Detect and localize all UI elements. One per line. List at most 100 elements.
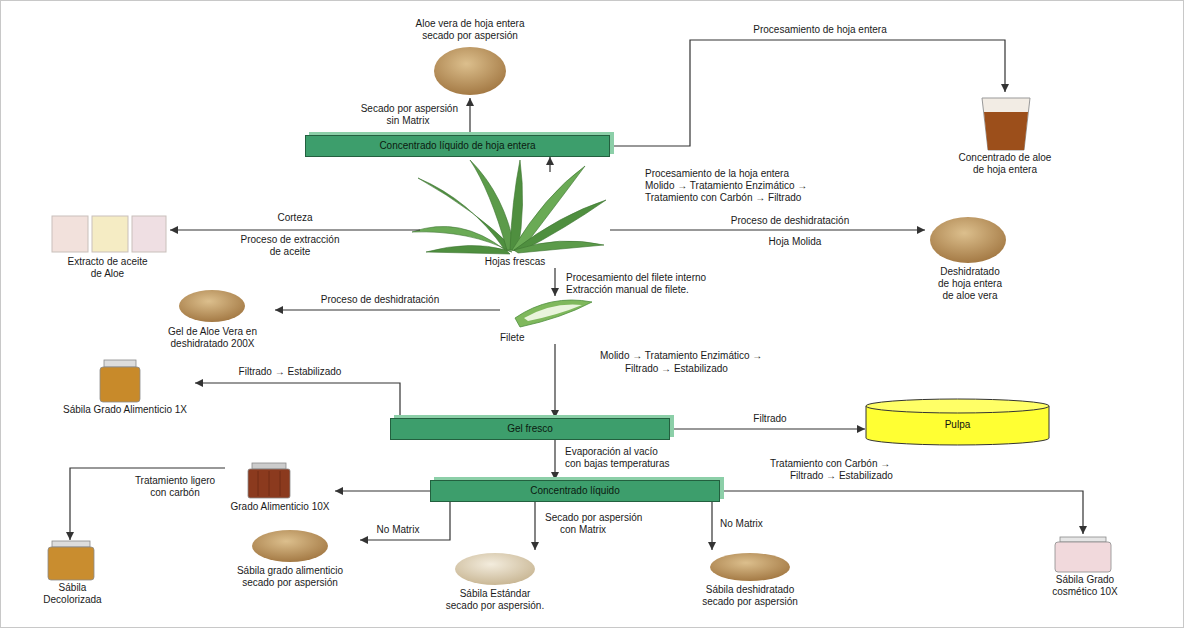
caption: Deshidratado de hoja entera de aloe vera — [934, 266, 1006, 302]
oil-jars — [132, 216, 166, 252]
caption: Filete — [500, 332, 600, 344]
process-note: Proceso de deshidratación — [731, 215, 849, 227]
process-note: Tratamiento con Carbón → — [770, 458, 890, 470]
fillet-slice — [515, 300, 592, 327]
picture-area — [690, 550, 810, 584]
caption: Sábila Decolorizada — [35, 582, 110, 606]
powder-mound — [252, 530, 328, 562]
aloe-plant — [514, 200, 606, 252]
product-jar — [1055, 542, 1111, 572]
connector-arrow — [195, 383, 400, 418]
picture-area — [30, 540, 115, 582]
connector-arrow — [711, 502, 712, 550]
product-image: Sábila Decolorizada — [30, 540, 115, 606]
caption-block: Concentrado de aloe de hoja entera — [953, 152, 1057, 176]
oil-jars — [52, 216, 166, 252]
connector-arrow — [554, 440, 555, 480]
band-label: Concentrado líquido de hoja entera — [379, 140, 535, 152]
cylinder-label: Pulpa — [945, 419, 971, 431]
powder-mound — [930, 217, 1006, 263]
connector-arrow — [720, 491, 1083, 534]
process-note: Filtrado → Estabilizado — [239, 366, 342, 378]
picture-area — [945, 92, 1065, 152]
process-note: Filtrado → Estabilizado — [625, 363, 728, 375]
aloe-plant — [426, 245, 510, 254]
product-jar — [48, 360, 1111, 580]
process-note: sin Matrix — [387, 115, 430, 127]
caption-block: Filete — [500, 332, 600, 344]
process-note: Molido → Tratamiento Enzimático → — [645, 180, 807, 192]
process-note: con Matrix — [560, 524, 606, 536]
product-jar — [280, 471, 281, 496]
product-image: Aloe vera de hoja entera secado por aspe… — [400, 18, 540, 98]
connector-arrow — [549, 157, 550, 172]
connector-arrow — [610, 229, 925, 230]
aloe-plant — [514, 241, 604, 253]
connector-arrow — [335, 490, 430, 491]
picture-area — [925, 212, 1015, 266]
picture-area — [420, 172, 610, 256]
band-label: Concentrado líquido — [530, 485, 620, 497]
process-band: Concentrado líquido de hoja entera — [305, 135, 610, 157]
process-note: Corteza — [277, 212, 312, 224]
powder-mound — [710, 553, 790, 581]
process-note: Proceso de deshidratación — [321, 294, 439, 306]
picture-area — [400, 42, 540, 98]
product-image: Sábila deshidratado secado por aspersión — [690, 550, 810, 608]
process-note: Tratamiento ligero — [135, 475, 215, 487]
connector-group — [70, 40, 1083, 550]
powder-mound — [179, 290, 245, 322]
connector-arrow — [554, 344, 555, 418]
caption-block: Extracto de aceite de Aloe — [64, 256, 152, 280]
fillet-slice — [524, 305, 582, 321]
process-note: Tratamiento con Carbón → Filtrado — [645, 192, 801, 204]
process-note: Filtrado → Estabilizado — [790, 470, 893, 482]
product-jar — [48, 547, 94, 580]
process-note: Molido → Tratamiento Enzimático → — [600, 350, 762, 362]
product-jar — [258, 471, 259, 496]
caption: Hojas frescas — [425, 256, 605, 268]
powder-mound — [455, 553, 535, 585]
caption-block: Sábila Grado cosmético 10X — [1035, 574, 1135, 598]
caption-block: Grado Alimenticio 10X — [225, 501, 335, 513]
product-image: Gel de Aloe Vera en deshidratado 200X — [150, 286, 275, 350]
cylinder-top — [866, 399, 1049, 413]
product-image: Sábila grado alimenticio secado por aspe… — [220, 525, 360, 589]
process-note: Extracción manual de filete. — [566, 284, 689, 296]
caption: Sábila grado alimenticio secado por aspe… — [234, 565, 346, 589]
process-note: con bajas temperaturas — [565, 458, 670, 470]
fillet-slice — [515, 300, 592, 327]
liquid-cup — [982, 98, 1030, 150]
powder-mound — [434, 47, 506, 95]
plant-illustration: Hojas frescas — [420, 172, 610, 268]
picture-area — [45, 212, 170, 256]
powder-mound — [179, 47, 1006, 585]
connector-arrow — [554, 268, 555, 296]
picture-area — [500, 296, 600, 332]
product-jar — [248, 469, 290, 498]
fillet-image: Filete — [500, 296, 600, 344]
process-note: Evaporación al vacío — [565, 446, 658, 458]
connector-arrow — [70, 468, 225, 540]
aloe-plant — [512, 166, 585, 252]
process-note: Proceso de extracción — [241, 234, 340, 246]
process-note: Secado por aspersión — [361, 103, 458, 115]
product-jar — [269, 471, 270, 496]
picture-area — [55, 358, 195, 404]
caption: Sábila Grado cosmético 10X — [1035, 574, 1135, 598]
picture-area — [1030, 534, 1140, 574]
process-note: Procesamiento del filete interno — [566, 272, 706, 284]
process-note: Procesamiento de la hoja entera — [645, 168, 789, 180]
product-jar — [104, 360, 136, 367]
product-image: Sábila Grado Alimenticio 1X — [55, 358, 195, 416]
connector-arrow — [170, 229, 420, 230]
caption-block: Hojas frescas — [425, 256, 605, 268]
caption-block: Gel de Aloe Vera en deshidratado 200X — [158, 326, 268, 350]
picture-area — [220, 525, 360, 565]
process-band: Gel fresco — [390, 418, 670, 440]
process-note: No Matrix — [377, 524, 420, 536]
caption: Extracto de aceite de Aloe — [64, 256, 152, 280]
picture-area — [150, 286, 275, 326]
process-note: Procesamiento de hoja entera — [753, 24, 886, 36]
